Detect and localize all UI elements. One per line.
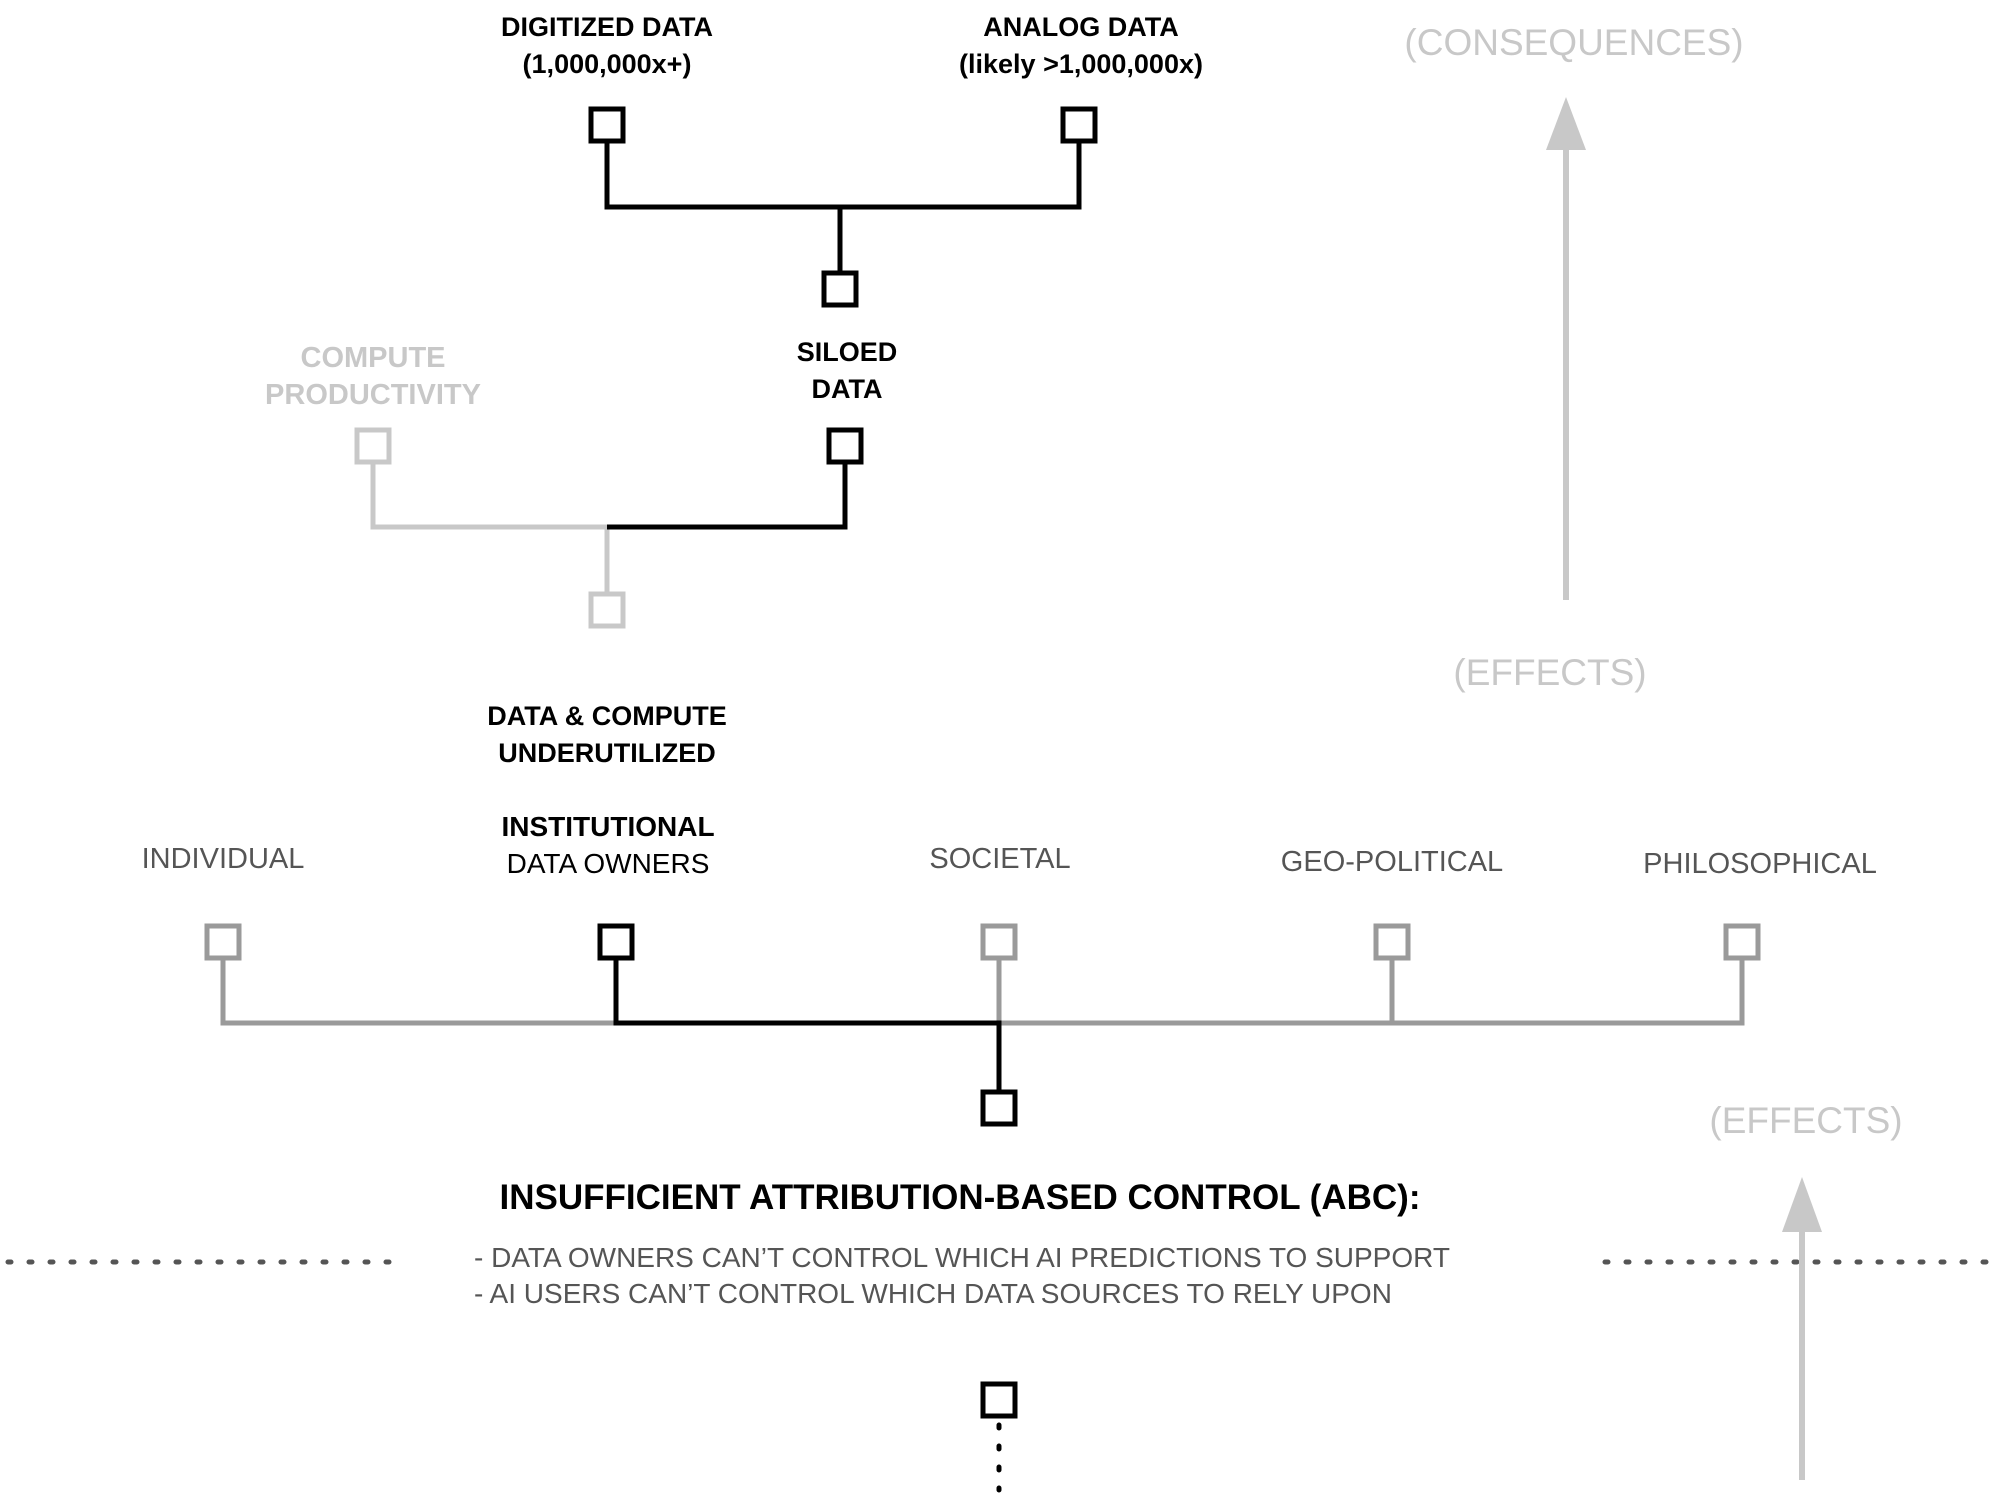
upward-arrow-consequences [1546, 97, 1586, 600]
root-point-ai-users: - AI USERS CAN’T CONTROL WHICH DATA SOUR… [474, 1278, 1392, 1309]
label-societal: SOCIETAL [929, 843, 1071, 875]
label-geopolitical: GEO-POLITICAL [1280, 846, 1504, 878]
node-siloed-data [826, 427, 864, 465]
effects-connectors [220, 958, 1745, 1026]
siloed-line1: SILOED [796, 337, 898, 367]
label-underutilized: DATA & COMPUTE UNDERUTILIZED [487, 698, 726, 772]
node-geopolitical [1373, 923, 1411, 961]
label-digitized-data: DIGITIZED DATA (1,000,000x+) [501, 9, 713, 83]
node-institutional [597, 923, 635, 961]
analog-title: ANALOG DATA [983, 12, 1179, 42]
root-point-data-owners: - DATA OWNERS CAN’T CONTROL WHICH AI PRE… [474, 1242, 1450, 1273]
compute-connector [370, 462, 610, 592]
root-description: - DATA OWNERS CAN’T CONTROL WHICH AI PRE… [474, 1240, 1450, 1312]
label-effects-upper: (EFFECTS) [1453, 652, 1647, 693]
institutional-line1: INSTITUTIONAL [501, 811, 715, 842]
node-underutilized [588, 591, 626, 629]
data-sources-connector [604, 141, 1082, 210]
compute-line1: COMPUTE [300, 342, 446, 374]
node-bottom [980, 1381, 1018, 1419]
underutilized-line1: DATA & COMPUTE [487, 701, 727, 731]
digitized-title: DIGITIZED DATA [501, 12, 713, 42]
label-compute-productivity: COMPUTE PRODUCTIVITY [265, 340, 481, 414]
node-philosophical [1723, 923, 1761, 961]
siloed-to-underutilized-connector [607, 462, 848, 530]
node-abc-root [980, 1089, 1018, 1127]
label-consequences: (CONSEQUENCES) [1404, 22, 1744, 63]
institutional-path [613, 958, 1002, 1092]
node-digitized-data [588, 106, 626, 144]
root-title: INSUFFICIENT ATTRIBUTION-BASED CONTROL (… [499, 1178, 1421, 1217]
digitized-scale: (1,000,000x+) [522, 49, 692, 79]
upward-arrow-effects [1782, 1177, 1822, 1480]
label-individual: INDIVIDUAL [141, 843, 305, 875]
label-analog-data: ANALOG DATA (likely >1,000,000x) [959, 9, 1203, 83]
siloed-line2: DATA [811, 374, 883, 404]
analog-scale: (likely >1,000,000x) [959, 49, 1203, 79]
node-individual [204, 923, 242, 961]
label-effects-lower: (EFFECTS) [1709, 1100, 1903, 1141]
institutional-line2: DATA OWNERS [506, 848, 710, 879]
node-data-merge [821, 270, 859, 308]
node-societal [980, 923, 1018, 961]
compute-line2: PRODUCTIVITY [265, 379, 481, 411]
label-siloed-data: SILOED DATA [797, 334, 898, 408]
label-institutional: INSTITUTIONAL DATA OWNERS [501, 808, 714, 882]
label-philosophical: PHILOSOPHICAL [1643, 848, 1877, 880]
node-compute-productivity [354, 427, 392, 465]
node-analog-data [1060, 106, 1098, 144]
underutilized-line2: UNDERUTILIZED [498, 738, 716, 768]
